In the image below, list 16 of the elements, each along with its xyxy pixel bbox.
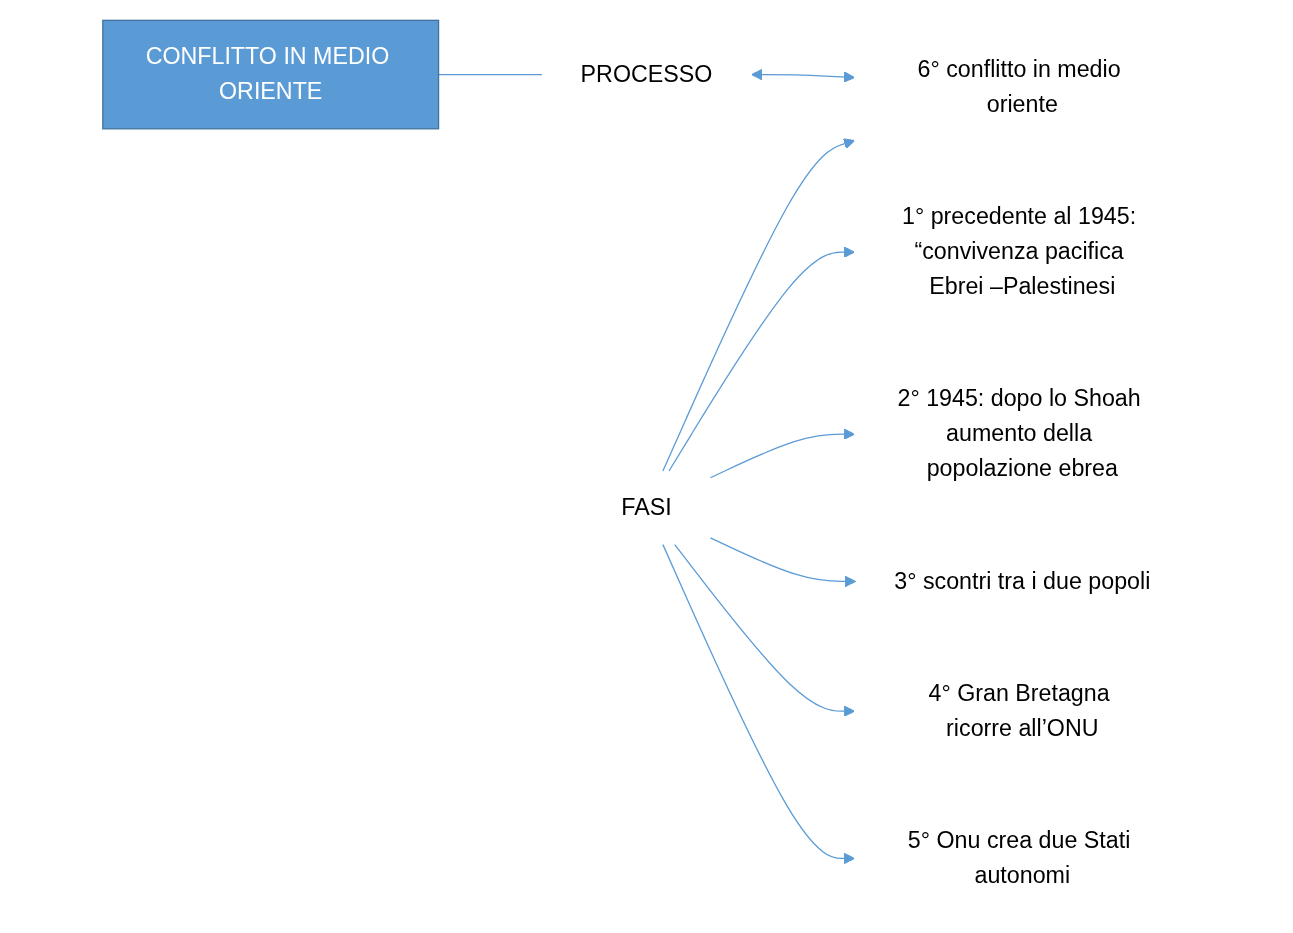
node-box: CONFLITTO IN MEDIO ORIENTE (102, 19, 440, 130)
node-text: 1° precedente al 1945: “convivenza pacifica Ebrei –Palestinesi (901, 203, 1137, 300)
node-text: FASI (621, 494, 672, 521)
arrow (709, 428, 855, 479)
arrow (751, 68, 855, 83)
node-text: 3° scontri tra i due popoli (894, 567, 1151, 594)
arrow (668, 246, 855, 472)
node-text: 2° 1945: dopo lo Shoah aumento della popolazione ebrea (897, 385, 1141, 482)
arrow (662, 138, 855, 472)
node-text: 5° Onu crea due Stati autonomi (907, 827, 1131, 889)
node-text: PROCESSO (580, 61, 713, 87)
node-text: 6° conflitto in medio oriente (917, 56, 1121, 118)
arrow (674, 544, 855, 717)
arrow (662, 544, 855, 865)
node-text: 4° Gran Bretagna ricorre all’ONU (928, 680, 1110, 741)
arrow (709, 537, 857, 588)
